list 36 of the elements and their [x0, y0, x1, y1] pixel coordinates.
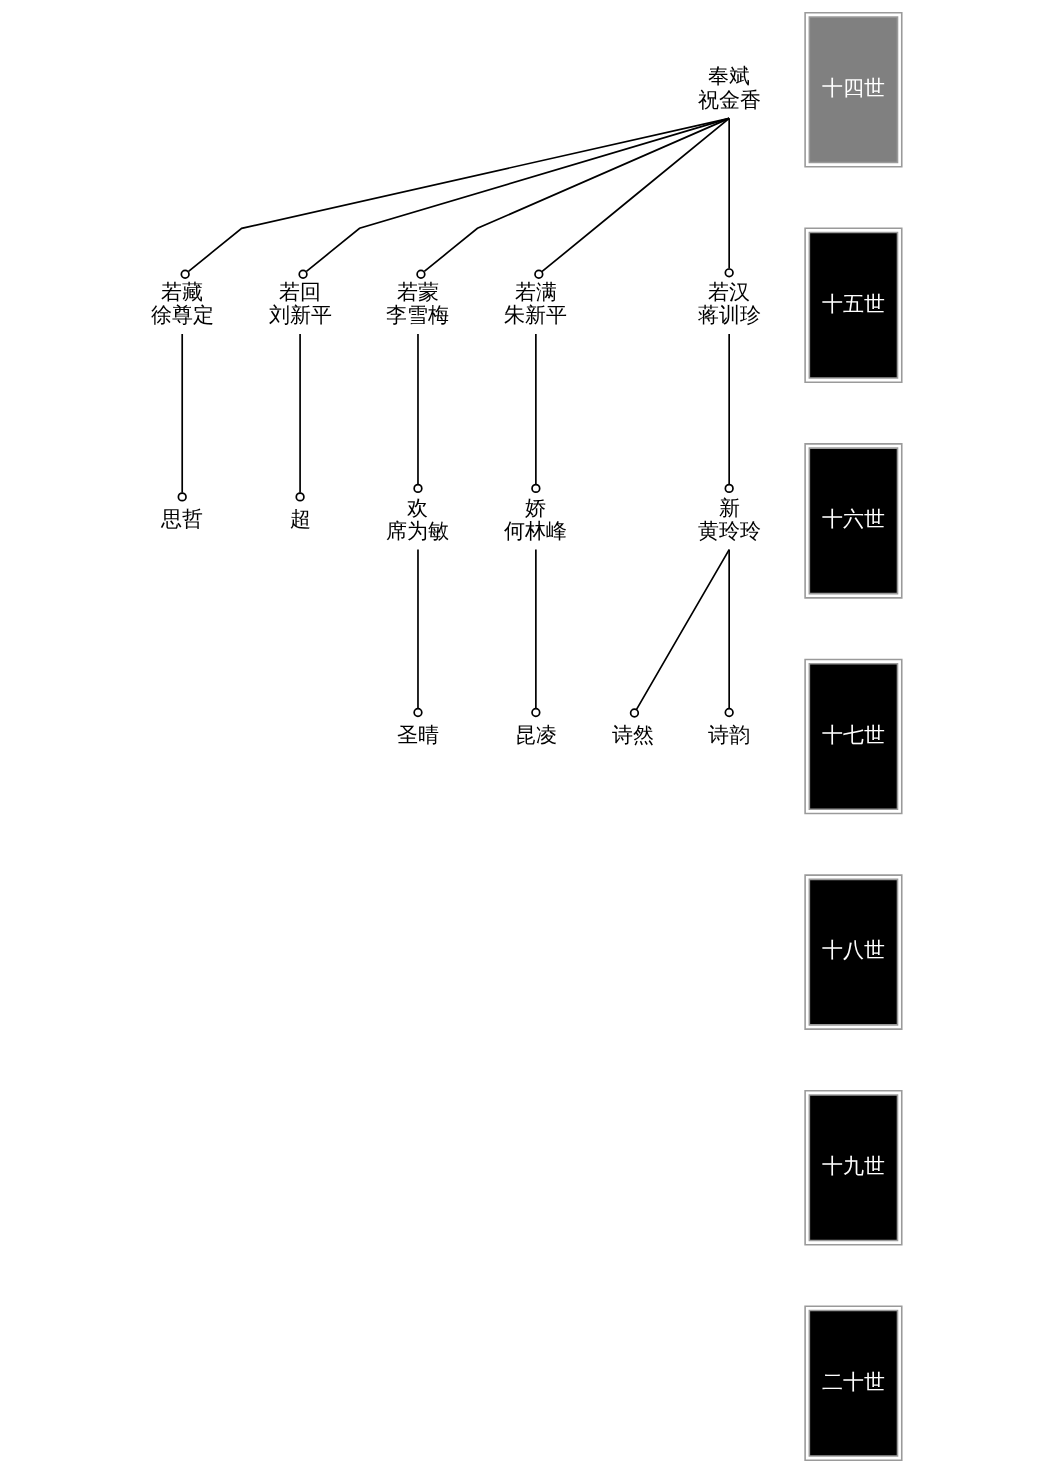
connector	[177, 333, 187, 502]
connector	[724, 117, 734, 278]
node-text: 圣晴	[396, 721, 439, 747]
connector	[629, 548, 730, 718]
connector	[180, 117, 730, 279]
node-text: 若回 刘新平	[268, 278, 332, 328]
connector	[530, 333, 541, 494]
connector	[724, 333, 734, 494]
connector	[415, 117, 730, 279]
node-text: 诗韵	[707, 721, 750, 747]
node-text: 若藏 徐尊定	[150, 278, 214, 328]
node-text: 娇 何林峰	[503, 494, 567, 543]
connector	[530, 548, 541, 718]
node-text: 若满 朱新平	[503, 278, 567, 328]
node-text: 欢 席为敏	[385, 494, 449, 543]
node-text: 若蒙 李雪梅	[385, 278, 449, 328]
node-box: 十九世	[803, 1089, 903, 1246]
node-text: 奉斌 祝金香	[697, 63, 761, 112]
node-box: 十八世	[803, 874, 903, 1030]
connector	[724, 548, 734, 718]
node-text: 新 黄玲玲	[697, 494, 761, 543]
node-text: 昆凌	[514, 721, 557, 747]
node-text: 若汉 蒋训珍	[697, 278, 761, 328]
node-text: 超	[289, 506, 311, 532]
node-text: 思哲	[160, 506, 203, 532]
connector	[294, 333, 305, 502]
node-box: 十五世	[803, 227, 903, 384]
connector	[533, 117, 730, 279]
connector	[412, 548, 423, 718]
node-box: 二十世	[803, 1305, 903, 1462]
node-box: 十四世	[803, 11, 903, 168]
node-box: 十七世	[803, 658, 903, 815]
node-text: 诗然	[611, 721, 654, 747]
node-box: 十六世	[803, 443, 903, 599]
connector	[412, 333, 423, 494]
connector	[297, 117, 730, 279]
